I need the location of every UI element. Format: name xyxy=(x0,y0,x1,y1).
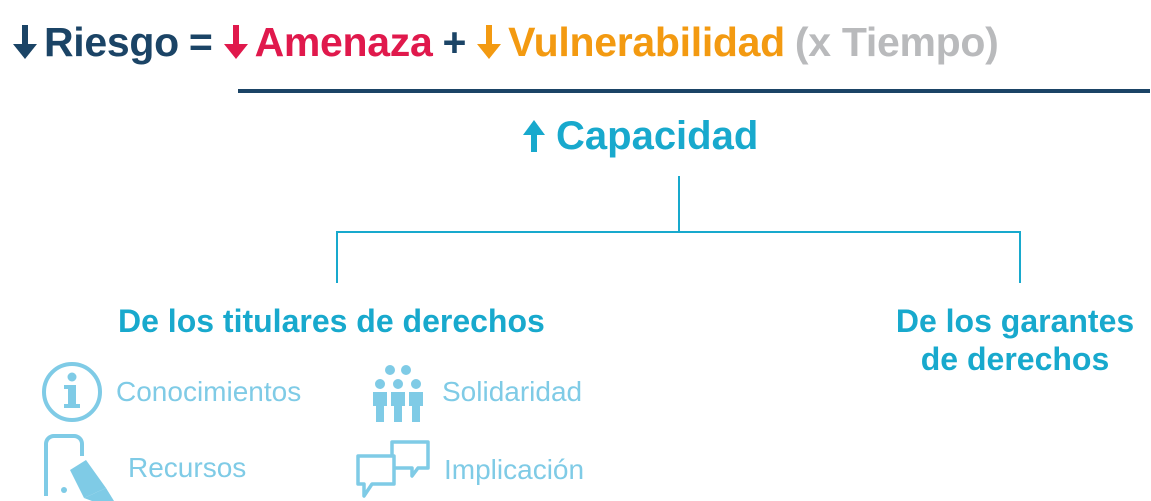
titulares-title: De los titulares de derechos xyxy=(118,303,545,339)
item-solidaridad: Solidaridad xyxy=(366,360,582,424)
riesgo-label: Riesgo xyxy=(44,18,179,65)
info-icon xyxy=(40,360,104,424)
equals-sign: = xyxy=(188,18,213,65)
capacidad-heading: Capacidad xyxy=(522,112,758,160)
up-arrow-icon xyxy=(522,118,546,154)
vulnerabilidad-label: Vulnerabilidad xyxy=(508,18,785,65)
speech-bubbles-icon xyxy=(354,438,432,501)
item-conocimientos: Conocimientos xyxy=(40,360,301,424)
tiempo-label: (x Tiempo) xyxy=(794,18,999,65)
implicacion-label: Implicación xyxy=(444,453,585,485)
conocimientos-label: Conocimientos xyxy=(116,376,302,407)
item-implicacion: Implicación xyxy=(354,438,584,501)
tree-stem xyxy=(678,176,680,232)
phone-megaphone-icon xyxy=(40,434,116,501)
amenaza-label: Amenaza xyxy=(254,18,433,65)
garantes-title-line1: De los garantes xyxy=(895,303,1135,339)
down-arrow-icon xyxy=(12,22,38,62)
formula-divider xyxy=(238,89,1150,93)
item-recursos: Recursos xyxy=(40,434,246,501)
plus-sign: + xyxy=(442,18,467,65)
tree-left-branch xyxy=(336,231,338,283)
risk-formula: Riesgo = Amenaza + Vulnerabilidad (x Tie… xyxy=(12,16,999,68)
solidaridad-label: Solidaridad xyxy=(442,376,583,407)
down-arrow-icon xyxy=(476,22,502,62)
garantes-title-line2: de derechos xyxy=(920,341,1110,377)
people-group-icon xyxy=(366,360,430,424)
tree-crossbar xyxy=(336,231,1021,233)
recursos-label: Recursos xyxy=(128,451,247,483)
capacidad-label: Capacidad xyxy=(556,113,759,158)
down-arrow-icon xyxy=(223,22,249,62)
tree-right-branch xyxy=(1019,231,1021,283)
garantes-title: De los garantes de derechos xyxy=(880,302,1150,378)
